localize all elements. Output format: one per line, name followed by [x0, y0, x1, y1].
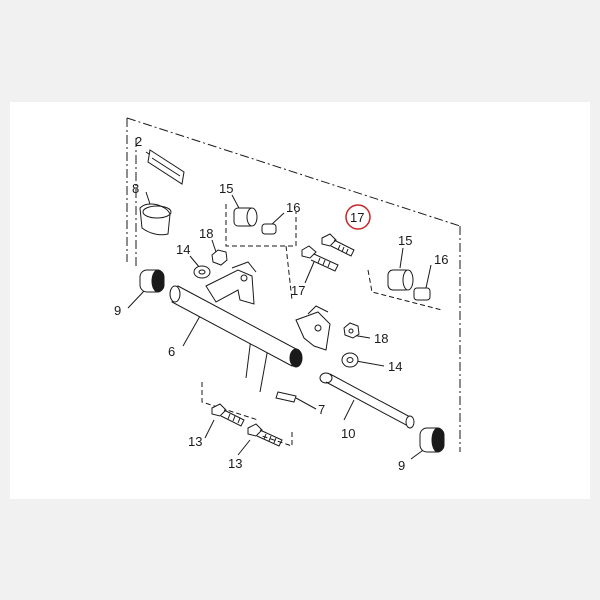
part-2-spacer	[147, 149, 185, 185]
callout-13-lower: 13	[228, 456, 242, 471]
diagram-sheet	[10, 102, 590, 499]
callout-14-right: 14	[388, 359, 402, 374]
callout-15-left: 15	[219, 181, 233, 196]
subassembly-box-left	[225, 204, 297, 301]
part-8-sleeve	[139, 203, 172, 236]
callout-18-right: 18	[374, 331, 388, 346]
part-18-nut-right	[343, 322, 360, 339]
callout-17-lower: 17	[291, 283, 305, 298]
part-15-collar-right	[387, 269, 414, 291]
callout-9-left: 9	[114, 303, 121, 318]
callout-7: 7	[318, 402, 325, 417]
subassembly-box-bottom	[201, 382, 293, 447]
part-10-pivot-shaft	[319, 372, 415, 429]
part-17-bolt-lower	[301, 245, 339, 272]
callout-2: 2	[135, 134, 142, 149]
callout-17-upper: 17	[350, 210, 364, 225]
callout-13-upper: 13	[188, 434, 202, 449]
part-13-bolt-lower	[247, 423, 283, 447]
callout-14-left: 14	[176, 242, 190, 257]
part-16-pin-right	[413, 287, 431, 301]
callout-18-left: 18	[199, 226, 213, 241]
callout-16-left: 16	[286, 200, 300, 215]
part-9-bushing-right	[419, 427, 445, 453]
part-14-washer-left	[193, 265, 211, 279]
callout-9-right: 9	[398, 458, 405, 473]
callout-labels: 2 8 15 16 18 14 9 6 17 17 15 16 18 14 7 …	[114, 134, 448, 473]
callout-10: 10	[341, 426, 355, 441]
part-17-bolt-upper	[321, 233, 355, 257]
part-6-arm-tube	[169, 261, 331, 368]
part-18-nut-left	[211, 249, 228, 266]
callout-8: 8	[132, 181, 139, 196]
part-14-washer-right	[341, 352, 359, 368]
assembly-frame	[126, 117, 461, 452]
part-7-plate	[275, 391, 297, 403]
part-13-bolt-upper	[211, 403, 245, 427]
part-15-collar-left	[233, 207, 258, 227]
highlight-circle	[345, 204, 371, 230]
part-16-pin-left	[261, 223, 277, 235]
callout-15-right: 15	[398, 233, 412, 248]
part-9-bushing-left	[139, 269, 165, 293]
callout-6: 6	[168, 344, 175, 359]
callout-16-right: 16	[434, 252, 448, 267]
leader-lines	[127, 151, 432, 460]
